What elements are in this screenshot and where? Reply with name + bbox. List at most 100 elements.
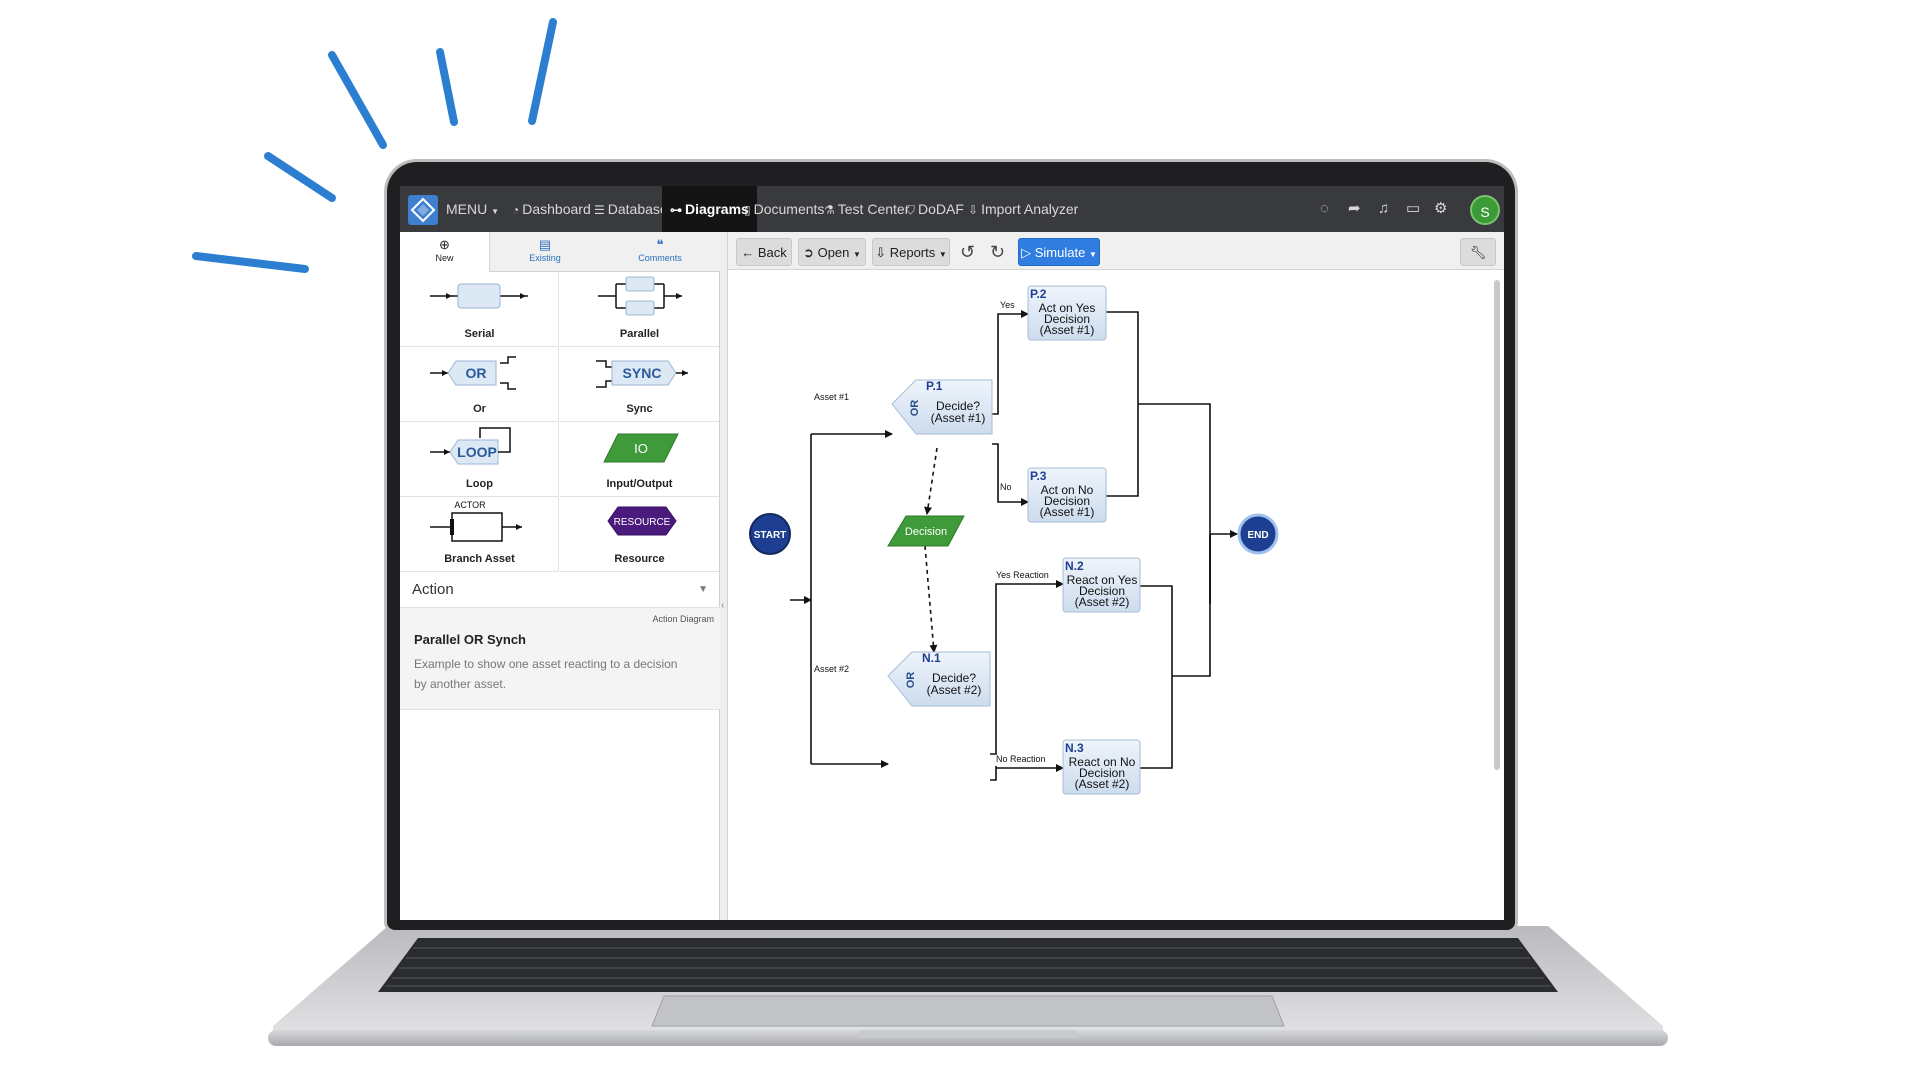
open-button[interactable]: ➲ Open ▼ [798, 238, 866, 266]
palette-sync-label: Sync [626, 403, 653, 415]
tab-comments-label: Comments [638, 253, 682, 263]
nav-documents[interactable]: ▯Documents [744, 186, 824, 232]
user-avatar[interactable]: S [1470, 195, 1500, 225]
node-p3-line1: Act on No [1041, 483, 1094, 497]
undo-icon[interactable]: ↺ [960, 242, 976, 262]
palette-loop[interactable]: LOOP Loop [400, 422, 559, 497]
nav-import-analyzer[interactable]: ⇩Import Analyzer [968, 186, 1078, 232]
palette-branch-asset-label: Branch Asset [444, 553, 515, 565]
node-p2-line1: Act on Yes [1039, 301, 1096, 315]
nav-dashboard[interactable]: ◔Dashboard [512, 186, 591, 232]
nav-database[interactable]: ☰Database [594, 186, 668, 232]
back-button[interactable]: ← Back [736, 238, 792, 266]
folder-icon[interactable]: ▭ [1406, 200, 1421, 217]
palette-or-label: Or [473, 403, 486, 415]
node-p1[interactable]: OR P.1 Decide? (Asset #1) [891, 379, 993, 435]
node-n1-or: OR [905, 672, 917, 689]
node-p2[interactable]: P.2 Act on Yes Decision (Asset #1) [1027, 285, 1107, 341]
palette-parallel-label: Parallel [619, 328, 660, 340]
node-p3[interactable]: P.3 Act on No Decision (Asset #1) [1027, 467, 1107, 523]
node-n2-line3: (Asset #2) [1075, 595, 1130, 609]
diagram-type-value: Action [412, 581, 454, 598]
palette-parallel[interactable]: Parallel [560, 272, 719, 347]
node-p3-id: P.3 [1030, 469, 1047, 483]
diamond-logo-icon [410, 197, 436, 223]
nav-diagrams[interactable]: ⊶Diagrams [662, 186, 757, 232]
edge-n3-join [1140, 676, 1173, 769]
burst-line [192, 252, 309, 273]
palette-or[interactable]: OR Or [400, 347, 559, 422]
tab-existing[interactable]: ▤ Existing [490, 232, 600, 272]
tools-button[interactable]: 🔧︎ [1460, 238, 1496, 266]
reports-button[interactable]: ⇩ Reports ▼ [872, 238, 950, 266]
tab-new[interactable]: ⊕ New [400, 232, 490, 272]
diagram-svg: START END OR P.1 Decide? (Asset #1) [749, 285, 1279, 795]
document-icon: ▯ [744, 203, 751, 217]
edge-n1-no [990, 764, 1064, 781]
diagram-card-title: Parallel OR Synch [414, 632, 526, 647]
diagram-canvas[interactable]: START END OR P.1 Decide? (Asset #1) [728, 270, 1504, 920]
flask-icon: ⚗ [824, 203, 835, 217]
diagram-type-select[interactable]: Action ▼ [400, 572, 720, 608]
panel-splitter[interactable]: ‹ [720, 232, 728, 920]
node-p1-or: OR [909, 400, 921, 417]
loop-shape-text: LOOP [457, 444, 497, 460]
nav-dodaf[interactable]: ⛉DoDAF [906, 186, 964, 232]
palette-sync[interactable]: SYNC Sync [560, 347, 719, 422]
node-p1-line2: (Asset #1) [931, 411, 986, 425]
decorative-burst-lines [192, 18, 557, 273]
palette-input-output[interactable]: IO Input/Output [560, 422, 719, 497]
caret-down-icon: ▼ [1088, 250, 1097, 259]
simulate-button[interactable]: ▷ Simulate ▼ [1018, 238, 1100, 266]
edge-label-yes-reaction: Yes Reaction [996, 570, 1049, 580]
share-icon[interactable]: ➦ [1348, 200, 1361, 217]
resource-shape-icon: RESOURCE [607, 506, 677, 536]
palette-serial[interactable]: Serial [400, 272, 559, 347]
plus-circle-icon: ⊕ [439, 237, 450, 252]
edge-label-no-reaction: No Reaction [996, 754, 1046, 764]
chevron-left-icon: ‹ [721, 600, 725, 611]
arrow-left-icon: ← [741, 245, 755, 260]
bell-icon[interactable]: ♫ [1378, 200, 1390, 217]
import-icon: ⇩ [968, 203, 979, 217]
node-n3-line3: (Asset #2) [1075, 777, 1130, 791]
palette-resource[interactable]: RESOURCE Resource [560, 497, 719, 572]
palette-serial-label: Serial [464, 328, 495, 340]
archive-icon: ▤ [538, 237, 552, 252]
nav-diagrams-label: Diagrams [685, 201, 749, 217]
menu-dropdown[interactable]: MENU ▼ [446, 186, 499, 232]
connectors [790, 310, 1238, 781]
laptop-notch [858, 1030, 1078, 1038]
node-n3[interactable]: N.3 React on No Decision (Asset #2) [1062, 739, 1141, 795]
nav-import-analyzer-label: Import Analyzer [981, 201, 1079, 217]
sync-shape-text: SYNC [623, 365, 662, 381]
diagram-card-description: Example to show one asset reacting to a … [414, 657, 678, 691]
diagram-card[interactable]: Action Diagram Parallel OR Synch Example… [400, 608, 720, 710]
canvas-scrollbar[interactable] [1494, 280, 1500, 770]
node-n2[interactable]: N.2 React on Yes Decision (Asset #2) [1062, 557, 1141, 613]
decision-io-node[interactable]: Decision [887, 515, 965, 547]
tab-comments[interactable]: ❝ Comments [600, 232, 720, 272]
node-p2-line2: Decision [1044, 312, 1090, 326]
chat-icon[interactable]: ◌ [1320, 200, 1329, 217]
node-n1-line1: Decide? [932, 671, 976, 685]
end-node[interactable]: END [1237, 513, 1279, 555]
parallel-shape-icon [598, 276, 682, 316]
edge-label-asset2: Asset #2 [814, 664, 849, 674]
io-shape-text: IO [634, 441, 648, 456]
palette-branch-asset[interactable]: ACTOR Branch Asset [400, 497, 559, 572]
simulate-button-label: Simulate [1034, 245, 1086, 260]
comments-icon: ❝ [656, 237, 664, 252]
palette-loop-label: Loop [466, 478, 493, 490]
start-node[interactable]: START [749, 513, 791, 555]
edge-p1-yes [992, 310, 1029, 415]
end-label: END [1247, 530, 1268, 541]
edge-p-join-out [1138, 403, 1211, 604]
left-panel: ⊕ New ▤ Existing ❝ Comments [400, 232, 720, 920]
palette-resource-label: Resource [614, 553, 665, 565]
nav-test-center[interactable]: ⚗Test Center [824, 186, 909, 232]
gear-icon[interactable]: ⚙ [1434, 200, 1448, 217]
app-logo[interactable] [408, 195, 438, 225]
node-n1[interactable]: OR N.1 Decide? (Asset #2) [887, 651, 991, 707]
redo-icon[interactable]: ↻ [990, 242, 1006, 262]
